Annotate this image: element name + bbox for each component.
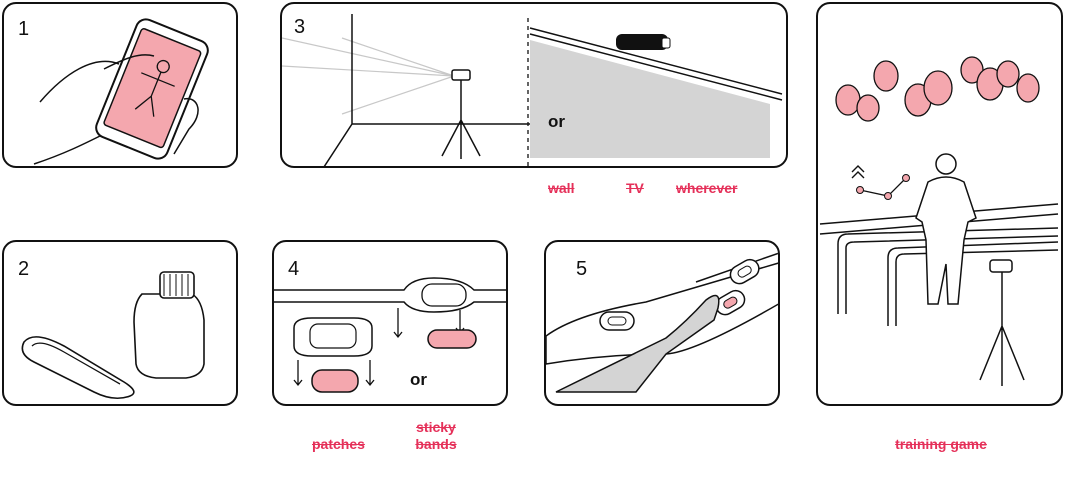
step-number-4: 4 xyxy=(288,258,300,280)
patch-illustration xyxy=(274,277,506,393)
caption-wall: wall xyxy=(548,180,575,196)
arm-illustration xyxy=(546,252,778,393)
panel-1-phone: 1 xyxy=(2,2,238,168)
tripod-camera-illustration xyxy=(282,14,783,166)
panel-5-attach-to-arm: 5 xyxy=(544,240,780,406)
training-game-illustration xyxy=(819,56,1059,386)
step-number-2: 2 xyxy=(18,258,30,280)
panel-4-attach-markers: 4 or xyxy=(272,240,508,406)
or-label-3: or xyxy=(548,112,565,131)
caption-tv: TV xyxy=(626,180,644,196)
or-label-4: or xyxy=(410,370,427,389)
caption-sticky-bands: sticky bands xyxy=(415,419,457,452)
band-and-bottle-illustration xyxy=(21,271,205,400)
panel-training-game xyxy=(816,2,1063,406)
panel-2-supplies: 2 xyxy=(2,240,238,406)
phone-in-hand-illustration xyxy=(33,18,209,165)
step-number-5: 5 xyxy=(576,258,588,280)
step-number-3: 3 xyxy=(294,16,306,38)
person xyxy=(915,153,977,305)
balloons xyxy=(835,56,1040,122)
caption-training-game: training game xyxy=(895,436,987,452)
panel-3-camera-setup: 3 or xyxy=(280,2,788,168)
step-number-1: 1 xyxy=(18,18,30,40)
caption-wherever: wherever xyxy=(676,180,738,196)
caption-patches: patches xyxy=(312,436,365,452)
